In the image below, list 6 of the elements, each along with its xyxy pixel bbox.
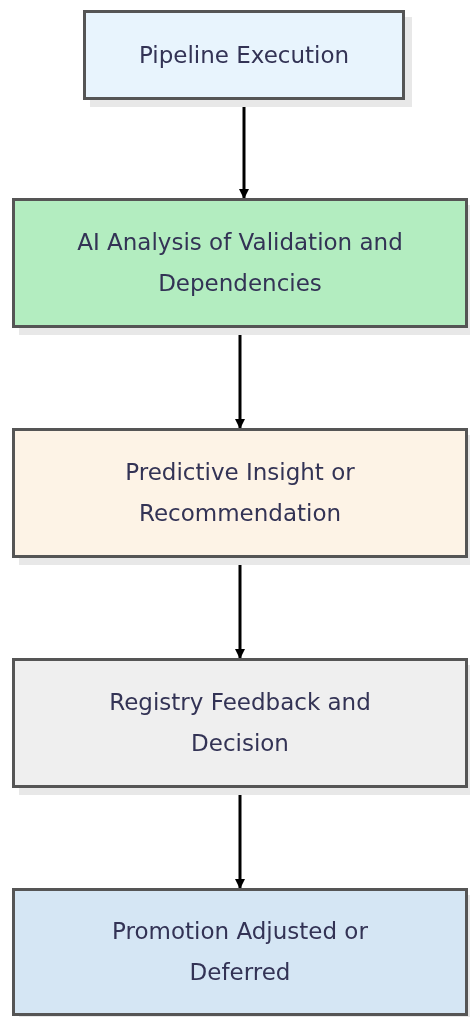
node-label: Pipeline Execution bbox=[138, 40, 350, 70]
process-box bbox=[12, 888, 468, 1016]
node-label: Registry Feedback and Decision bbox=[108, 688, 372, 758]
node-label: AI Analysis of Validation and Dependencies bbox=[76, 228, 404, 298]
node-label: Predictive Insight or Recommendation bbox=[124, 458, 356, 528]
node-label: Promotion Adjusted or Deferred bbox=[111, 917, 369, 987]
